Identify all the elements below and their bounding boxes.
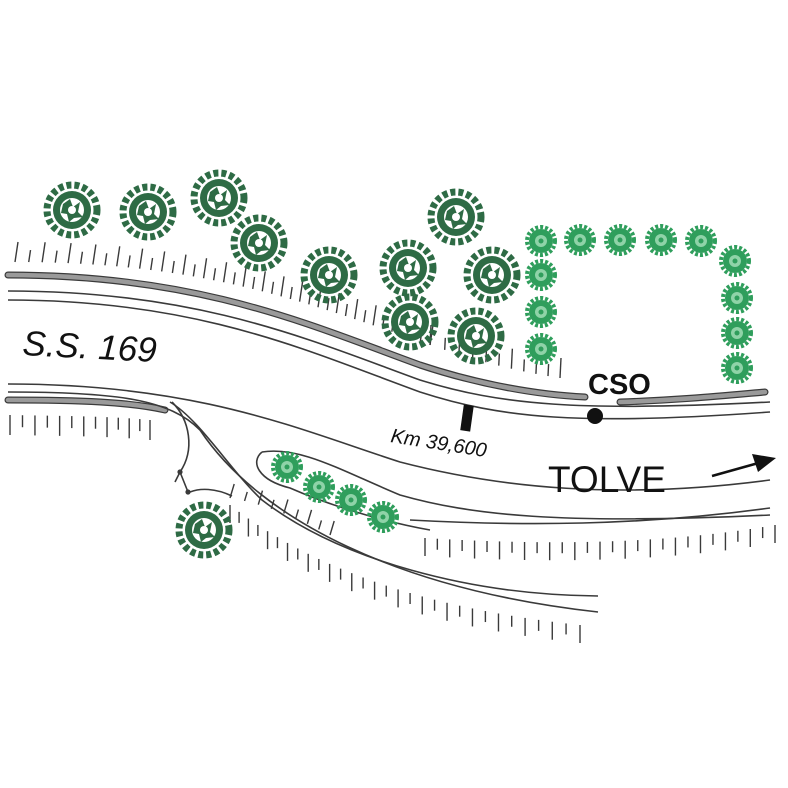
dark-tree-icon [234,218,284,268]
dark-tree-icon [179,505,229,555]
road-name-label: S.S. 169 [22,324,158,370]
km-marker-label: Km 39,600 [389,425,488,462]
shrub-icon [564,224,596,256]
dark-tree-icon [47,185,97,235]
shrub-icon [604,224,636,256]
dark-tree-icon [451,311,501,361]
ramp-edge-inner [169,401,599,597]
shrub-icon [721,282,753,314]
shrub-icon [721,352,753,384]
km-marker-post [460,404,474,432]
shrub-icon [525,296,557,328]
shrub-icon [645,224,677,256]
road-edge-north-inner [7,299,771,420]
road-edge-south [7,383,771,491]
shrub-icon [303,471,335,503]
direction-label: TOLVE [548,459,666,500]
shrub-icon [525,225,557,257]
shrub-icon [271,451,303,483]
dark-tree-icon [304,250,354,300]
shrub-icon [367,501,399,533]
arrow-right-icon [711,454,776,478]
shrub-icon [525,259,557,291]
shrub-icon [719,245,751,277]
shrub-icon [525,333,557,365]
dark-tree-icon [385,297,435,347]
dark-tree-icon [467,250,517,300]
shrub-icon [335,484,367,516]
ramp-edge-outer [7,391,599,613]
dark-tree-icon [383,243,433,293]
station-point [587,408,603,424]
embankment-hatching [9,241,776,643]
dark-tree-icon [123,187,173,237]
road-edge-north [7,290,771,408]
island-edge-2 [256,451,431,531]
station-label: CSO [588,369,651,401]
dark-tree-icon [194,173,244,223]
shrub-icon [721,317,753,349]
island-edge [261,450,771,520]
dark-tree-icon [431,192,481,242]
shrub-icon [685,225,717,257]
